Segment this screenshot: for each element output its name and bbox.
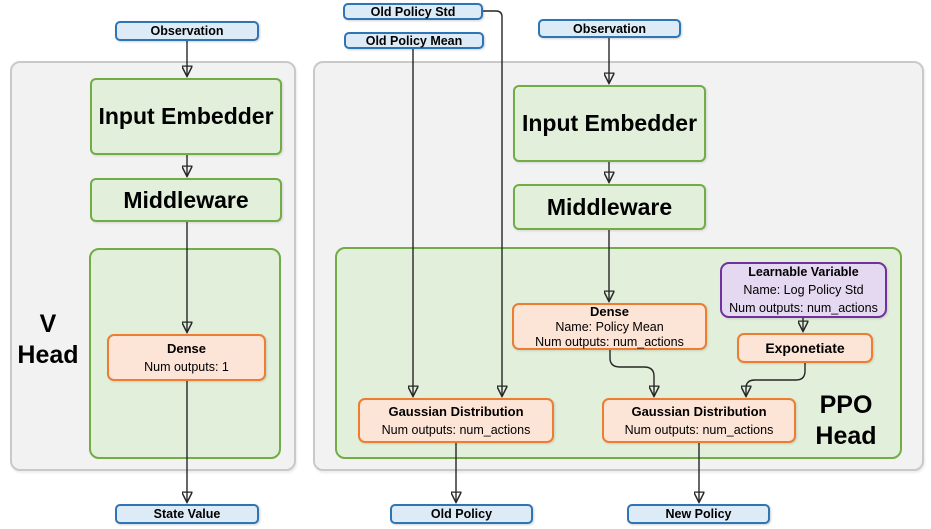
state-value-node: State Value [115,504,259,524]
old-policy-std-label: Old Policy Std [370,4,456,19]
ppo-dense-name: Name: Policy Mean [555,319,664,334]
new-policy-output-label: New Policy [665,507,732,521]
new-policy-output-node: New Policy [627,504,770,524]
gaussian-distribution-new-node: Gaussian Distribution Num outputs: num_a… [602,398,796,443]
v-middleware-label: Middleware [123,186,249,213]
v-observation-label: Observation [150,24,224,38]
learnable-variable-num-outputs: Num outputs: num_actions [729,301,878,315]
v-head-label: V Head [17,310,79,369]
old-policy-std-node: Old Policy Std [343,3,483,20]
v-dense-num-outputs: Num outputs: 1 [144,359,229,374]
old-policy-mean-label: Old Policy Mean [365,33,463,48]
gaussian-distribution-old-node: Gaussian Distribution Num outputs: num_a… [358,398,554,443]
gaussian-old-num-outputs: Num outputs: num_actions [381,422,531,437]
ppo-middleware-node: Middleware [513,184,706,230]
ppo-observation-label: Observation [573,21,646,36]
ppo-dense-title: Dense [589,303,630,319]
ppo-input-embedder-node: Input Embedder [513,85,706,162]
ppo-dense-num-outputs: Num outputs: num_actions [535,334,684,349]
old-policy-output-node: Old Policy [390,504,533,524]
old-policy-output-label: Old Policy [430,507,493,521]
learnable-variable-title: Learnable Variable [748,265,859,279]
state-value-label: State Value [153,507,221,521]
v-observation-node: Observation [115,21,259,41]
learnable-variable-name: Name: Log Policy Std [743,283,864,297]
v-dense-title: Dense [166,340,207,356]
ppo-observation-node: Observation [538,19,681,38]
gaussian-new-num-outputs: Num outputs: num_actions [624,422,774,437]
v-middleware-node: Middleware [90,178,282,222]
exponetiate-label: Exponetiate [765,340,845,356]
v-input-embedder-label: Input Embedder [98,103,274,129]
gaussian-old-title: Gaussian Distribution [388,403,524,419]
old-policy-mean-node: Old Policy Mean [344,32,484,49]
v-input-embedder-node: Input Embedder [90,78,282,155]
ppo-input-embedder-label: Input Embedder [521,110,698,136]
ppo-head-label: PPO Head [815,391,877,450]
ppo-middleware-label: Middleware [546,193,673,220]
exponetiate-node: Exponetiate [737,333,873,363]
learnable-variable-node: Learnable Variable Name: Log Policy Std … [720,262,887,318]
gaussian-new-title: Gaussian Distribution [631,403,767,419]
ppo-dense-node: Dense Name: Policy Mean Num outputs: num… [512,303,707,350]
v-dense-node: Dense Num outputs: 1 [107,334,266,381]
